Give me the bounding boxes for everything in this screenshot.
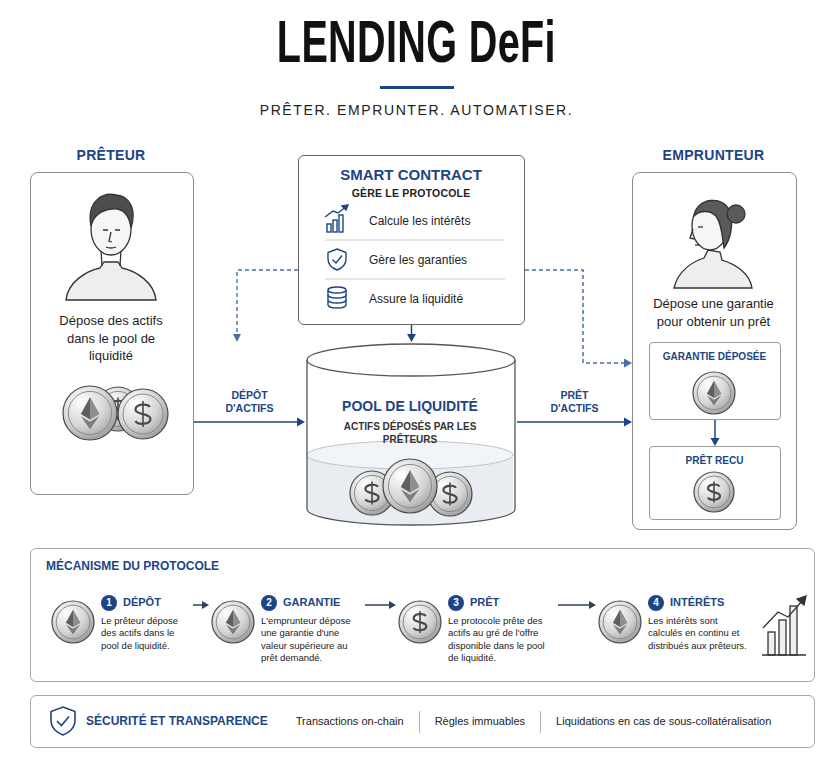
- band-heading: SÉCURITÉ ET TRANSPARENCE: [86, 714, 268, 729]
- panel-heading: PRÊTEUR: [30, 147, 192, 165]
- growth-chart-icon: [762, 596, 806, 655]
- arrowhead: [202, 601, 209, 609]
- box-title: GARANTIE DÉPOSÉE: [650, 351, 779, 364]
- step-box: 3 PRÊT Le protocole prête des actifs au gr…: [396, 591, 558, 676]
- step-box: 2 GARANTIE L'emprunteur dépose une garanti…: [209, 591, 365, 676]
- arrowhead: [297, 418, 305, 427]
- arrowhead: [624, 359, 632, 368]
- pool-coins: [350, 459, 472, 516]
- cylinder-body: [307, 360, 515, 525]
- contract-icons: [325, 205, 348, 308]
- step-number: 4: [648, 595, 664, 611]
- step-box: 4 INTÉRÊTS Les intérêts sont calculés en c…: [596, 591, 753, 676]
- step-description: Les intérêts sont calculés en continu et…: [648, 615, 751, 652]
- subtitle: PRÊTER. EMPRUNTER. AUTOMATISER.: [0, 101, 833, 119]
- asset-box: PRÊT RECU: [649, 446, 781, 520]
- arrowhead: [407, 334, 416, 342]
- edge-label: DÉPÔT D'ACTIFS: [218, 388, 282, 416]
- step-title: INTÉRÊTS: [670, 596, 724, 610]
- box-subtitle: ACTIFS DÉPOSÉS PAR LES PRÊTEURS: [340, 420, 480, 446]
- edge-label: PRÊT D'ACTIFS: [543, 388, 607, 416]
- connector: [193, 601, 209, 609]
- separator: [540, 711, 541, 733]
- pool-cylinder: POOL DE LIQUIDITÉ ACTIFS DÉPOSÉS PAR LES …: [305, 342, 517, 527]
- arrowhead: [711, 438, 720, 446]
- box-title: SMART CONTRACT: [299, 166, 523, 185]
- step-title: GARANTIE: [283, 596, 340, 610]
- process-band: MÉCANISME DU PROTOCOLE 1 DÉPÔT Le prêteur d…: [30, 548, 815, 682]
- step-number: 2: [261, 595, 277, 611]
- step-description: Le protocole prête des actifs au gré de …: [448, 615, 556, 664]
- connector-line: [193, 604, 203, 606]
- connector: [525, 270, 632, 367]
- connector-line: [411, 325, 413, 335]
- connector: [711, 420, 720, 446]
- panel-heading: EMPRUNTEUR: [632, 147, 795, 165]
- box-subtitle: GÈRE LE PROTOCOLE: [299, 187, 523, 200]
- cylinder-top: [307, 344, 515, 376]
- borrower-portrait: [674, 200, 752, 288]
- info-item: Liquidations en cas de sous-collatéralis…: [556, 715, 771, 729]
- asset-box: GARANTIE DÉPOSÉE: [649, 342, 781, 420]
- shield-icon: [51, 707, 75, 735]
- arrowhead: [624, 418, 632, 427]
- step-description: L'emprunteur dépose une garantie d'une v…: [261, 615, 363, 664]
- separator: [419, 711, 420, 733]
- connector: [194, 418, 305, 427]
- lender-portrait: [66, 194, 156, 300]
- box-title: POOL DE LIQUIDITÉ: [305, 398, 515, 416]
- actor-panel: EMPRUNTEUR Dépose une garantie pour obten…: [632, 145, 797, 530]
- band-heading: MÉCANISME DU PROTOCOLE: [46, 559, 219, 574]
- info-item: Transactions on-chain: [296, 715, 404, 729]
- list-item: Gère les garanties: [369, 253, 467, 268]
- connector: [365, 601, 396, 609]
- step-title: PRÊT: [470, 596, 499, 610]
- pool-liquid: [307, 441, 513, 525]
- list-divider: [325, 240, 505, 279]
- connector-line: [194, 421, 298, 423]
- panel-description: Dépose une garantie pour obtenir un prêt: [644, 295, 783, 330]
- panel-description: Dépose des actifs dans le pool de liquid…: [48, 312, 174, 365]
- borrower-coins: [693, 372, 735, 512]
- step-description: Le prêteur dépose des actifs dans le poo…: [101, 615, 191, 652]
- box-title: PRÊT RECU: [650, 455, 779, 468]
- step-number: 1: [101, 595, 117, 611]
- list-item: Assure la liquidité: [369, 292, 463, 307]
- contract-box: SMART CONTRACT GÈRE LE PROTOCOLE Calcule l…: [298, 155, 525, 325]
- step-box: 1 DÉPÔT Le prêteur dépose des actifs dans …: [49, 591, 193, 676]
- connector-line: [365, 604, 390, 606]
- contract-lender-link: [233, 270, 298, 342]
- connector: [407, 325, 416, 342]
- connector-line: [525, 270, 625, 363]
- step-title: DÉPÔT: [123, 596, 161, 610]
- connector-line: [558, 604, 590, 606]
- title-underline: [380, 86, 454, 89]
- connector-line: [714, 420, 716, 439]
- connector: [517, 418, 632, 427]
- step-number: 3: [448, 595, 464, 611]
- actor-panel: PRÊTEUR Dépose des actifs dans le pool de…: [30, 145, 194, 495]
- diagram-title: LENDING DeFi: [0, 12, 833, 72]
- title-text: LENDING DeFi: [277, 12, 556, 72]
- arrowhead: [589, 601, 596, 609]
- lender-coins: [63, 386, 168, 440]
- connector-line: [517, 421, 625, 423]
- info-item: Règles immuables: [435, 715, 525, 729]
- connector: [558, 601, 596, 609]
- arrowhead: [389, 601, 396, 609]
- info-band: SÉCURITÉ ET TRANSPARENCE Transactions on-…: [30, 695, 815, 748]
- list-item: Calcule les intérêts: [369, 214, 470, 229]
